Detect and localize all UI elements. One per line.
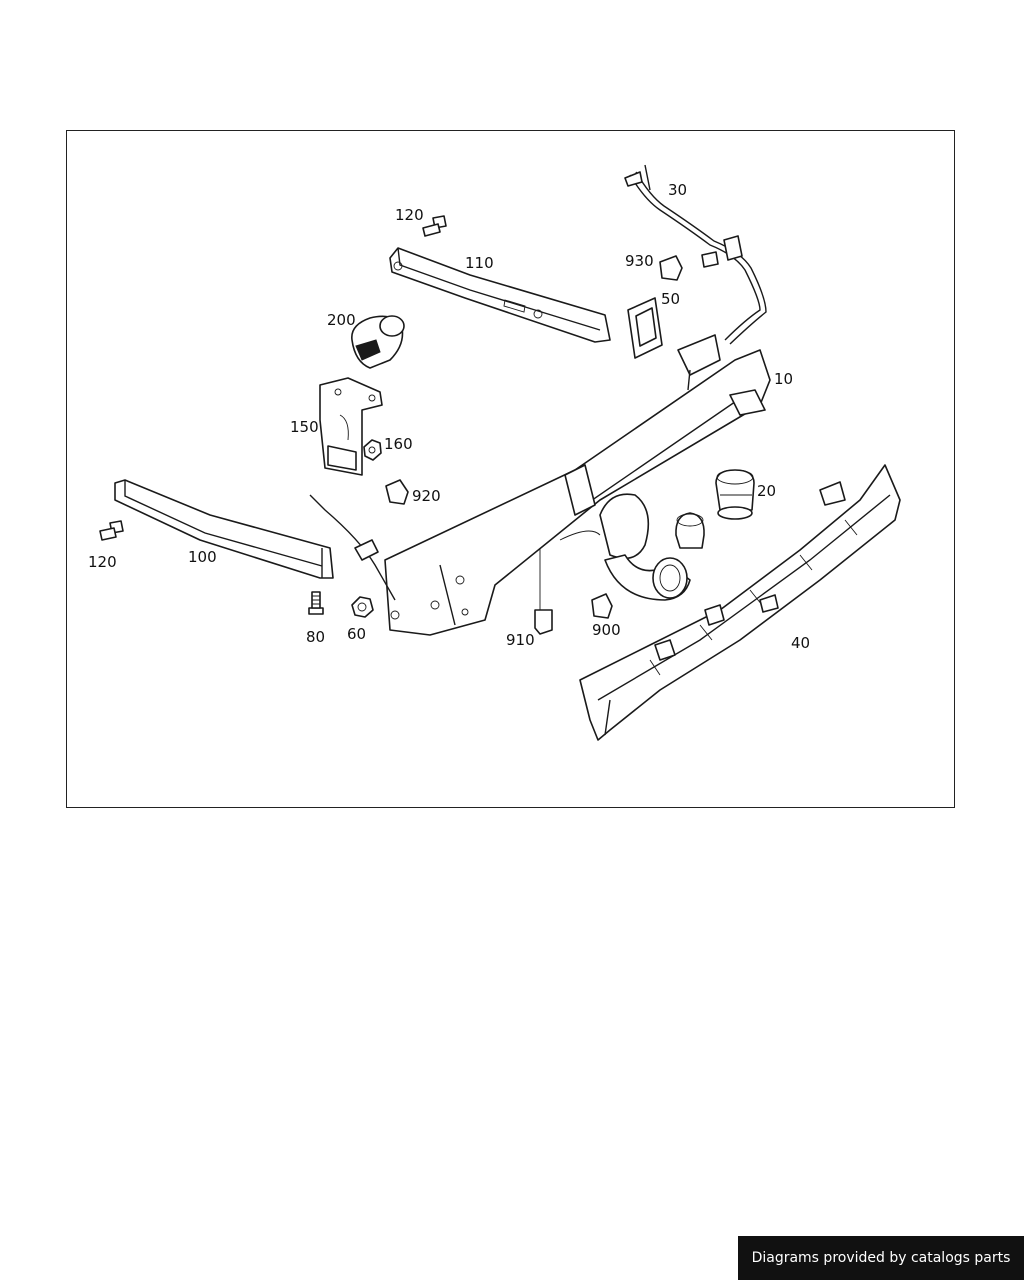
footer-credit: Diagrams provided by catalogs parts [738, 1236, 1024, 1280]
callout-150: 150 [290, 418, 319, 436]
callout-900: 900 [592, 621, 621, 639]
part-bolt-80 [308, 591, 324, 615]
part-connector-930 [659, 255, 683, 281]
diagram-frame [66, 130, 955, 808]
part-connector-900 [591, 593, 613, 619]
part-connector-910 [534, 548, 553, 635]
callout-50: 50 [661, 290, 680, 308]
part-socket-cable [309, 494, 601, 601]
callout-100: 100 [188, 548, 217, 566]
callout-60: 60 [347, 625, 366, 643]
callout-120-left: 120 [88, 553, 117, 571]
callout-20: 20 [757, 482, 776, 500]
part-ball-cap [715, 469, 755, 520]
callout-160: 160 [384, 435, 413, 453]
part-nut-160 [363, 439, 382, 461]
callout-30: 30 [668, 181, 687, 199]
part-side-member-left [114, 479, 334, 579]
part-bolt-120-left [99, 520, 124, 541]
part-bolt-120-top [422, 215, 447, 237]
callout-920: 920 [412, 487, 441, 505]
callout-930: 930 [625, 252, 654, 270]
part-connector-920 [385, 479, 409, 505]
callout-200: 200 [327, 311, 356, 329]
callout-120-top: 120 [395, 206, 424, 224]
callout-40: 40 [791, 634, 810, 652]
callout-80: 80 [306, 628, 325, 646]
part-socket-plate [627, 297, 663, 359]
callout-10: 10 [774, 370, 793, 388]
part-bumper-absorber [579, 464, 901, 741]
part-trailer-socket [351, 315, 405, 369]
callout-910: 910 [506, 631, 535, 649]
part-tow-ball-neck [599, 493, 705, 601]
part-nut [351, 596, 374, 618]
part-wiring-harness [624, 164, 767, 345]
part-side-member-right [389, 247, 611, 343]
part-socket-bracket [319, 377, 383, 476]
part-tow-bar-crossmember [384, 334, 771, 636]
callout-110: 110 [465, 254, 494, 272]
